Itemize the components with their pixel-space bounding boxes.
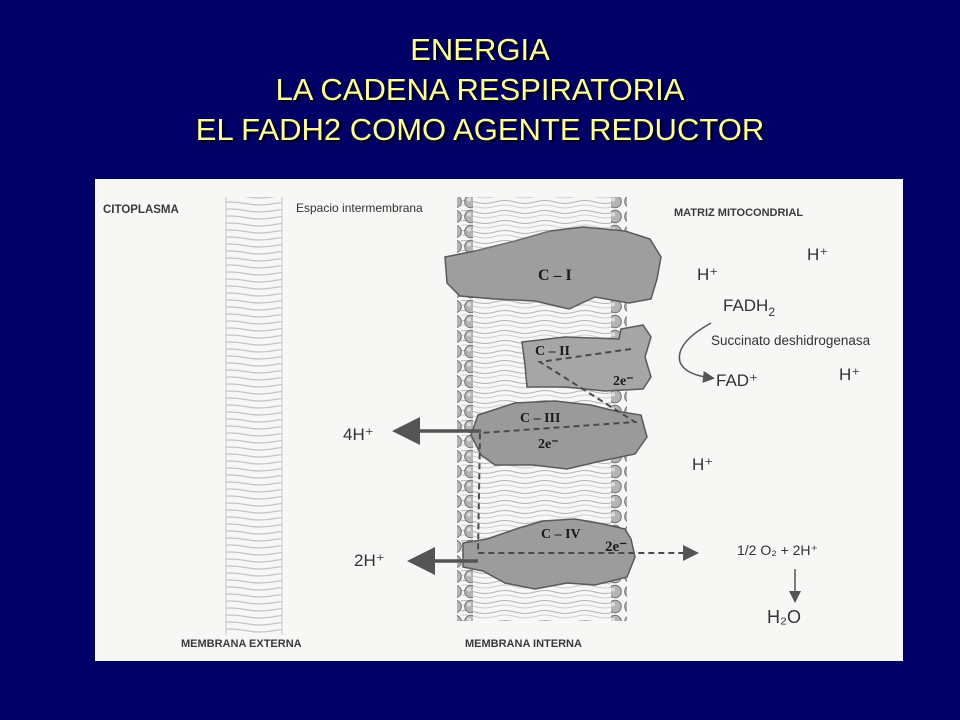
- label-matriz-mitocondrial: MATRIZ MITOCONDRIAL: [674, 207, 803, 219]
- proton-label-top-right: H⁺: [807, 245, 828, 264]
- fadh2-label: FADH2: [723, 296, 775, 319]
- fadh2-subscript: 2: [768, 305, 775, 319]
- oxygen-equation-label: 1/2 O₂ + 2H⁺: [737, 542, 818, 558]
- fadh2-to-fad-arrow: [678, 322, 715, 383]
- complex-c2-label: C – II: [535, 344, 570, 359]
- pumped-2h-label: 2H⁺: [354, 551, 385, 570]
- fad-plus-label: FAD⁺: [716, 371, 758, 390]
- complex-c1: [444, 226, 662, 310]
- complex-c2: [521, 324, 652, 392]
- proton-pump-arrows: [392, 417, 481, 575]
- outer-membrane: [225, 197, 283, 635]
- water-label: H₂O: [767, 607, 801, 627]
- complex-c1-label: C – I: [538, 267, 572, 284]
- electrons-c2-label: 2e⁻: [613, 374, 634, 389]
- proton-label-lower: H⁺: [692, 455, 713, 474]
- title-line-3: EL FADH2 COMO AGENTE REDUCTOR: [195, 112, 765, 147]
- proton-label-upper: H⁺: [697, 265, 718, 284]
- fadh2-main: FADH: [723, 296, 768, 315]
- electrons-c4-label: 2e⁻: [605, 539, 627, 555]
- label-membrana-externa: MEMBRANA EXTERNA: [181, 638, 302, 650]
- title-line-1: ENERGIA: [410, 32, 550, 67]
- pumped-4h-label: 4H⁺: [343, 425, 374, 444]
- electron-path: [476, 348, 699, 561]
- membrane-diagram: CITOPLASMA Espacio intermembrana MATRIZ …: [103, 197, 871, 650]
- complex-c3-label: C – III: [520, 411, 560, 426]
- electrons-c3-label: 2e⁻: [538, 437, 559, 452]
- label-citoplasma: CITOPLASMA: [103, 204, 179, 216]
- respiratory-chain-figure: CITOPLASMA Espacio intermembrana MATRIZ …: [95, 179, 903, 661]
- proton-label-mid-right: H⁺: [839, 365, 860, 384]
- label-espacio-intermembrana: Espacio intermembrana: [296, 201, 423, 215]
- complex-c4-label: C – IV: [541, 527, 581, 542]
- slide-title: ENERGIA LA CADENA RESPIRATORIA EL FADH2 …: [0, 30, 960, 150]
- complex-c3: [470, 400, 648, 470]
- succinato-deshidrogenasa-label: Succinato deshidrogenasa: [711, 333, 871, 348]
- label-membrana-interna: MEMBRANA INTERNA: [465, 638, 582, 650]
- title-line-2: LA CADENA RESPIRATORIA: [275, 72, 685, 107]
